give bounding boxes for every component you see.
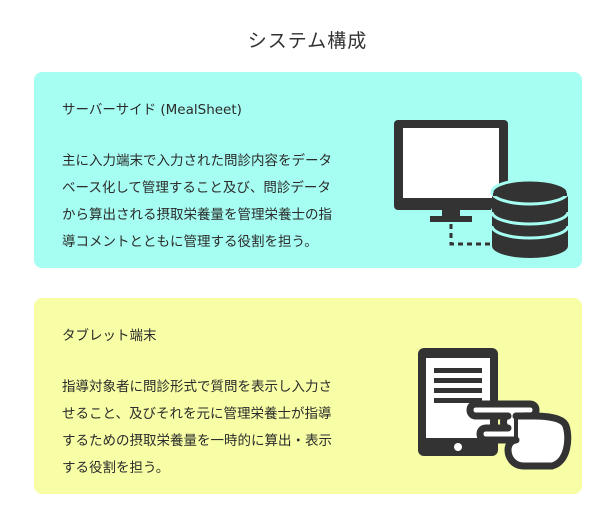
description-line: から算出される摂取栄養量を管理栄養士の指	[62, 207, 332, 223]
tablet-heading: タブレット端末	[62, 328, 157, 344]
description-line: するための摂取栄養量を一時的に算出・表示	[62, 433, 332, 449]
description-line: 主に入力端末で入力された問診内容をデータ	[62, 153, 332, 169]
tablet-description: 指導対象者に問診形式で質問を表示し入力さ せること、及びそれを元に管理栄養士が指…	[62, 374, 377, 482]
tablet-touch-icon	[418, 348, 572, 470]
description-line: せること、及びそれを元に管理栄養士が指導	[62, 406, 332, 422]
page-title: システム構成	[247, 30, 368, 52]
description-line: ベース化して管理すること及び、問診データ	[62, 180, 331, 196]
server-side-heading: サーバーサイド (MealSheet)	[62, 102, 242, 118]
tablet-card: タブレット端末 指導対象者に問診形式で質問を表示し入力さ せること、及びそれを元…	[34, 298, 582, 494]
description-line: 指導対象者に問診形式で質問を表示し入力さ	[62, 379, 332, 395]
description-line: する役割を担う。	[62, 460, 170, 476]
server-database-icon	[394, 120, 570, 258]
description-line: 導コメントとともに管理する役割を担う。	[62, 234, 318, 250]
server-side-description: 主に入力端末で入力された問診内容をデータ ベース化して管理すること及び、問診デー…	[62, 148, 377, 256]
server-side-card: サーバーサイド (MealSheet) 主に入力端末で入力された問診内容をデータ…	[34, 72, 582, 268]
